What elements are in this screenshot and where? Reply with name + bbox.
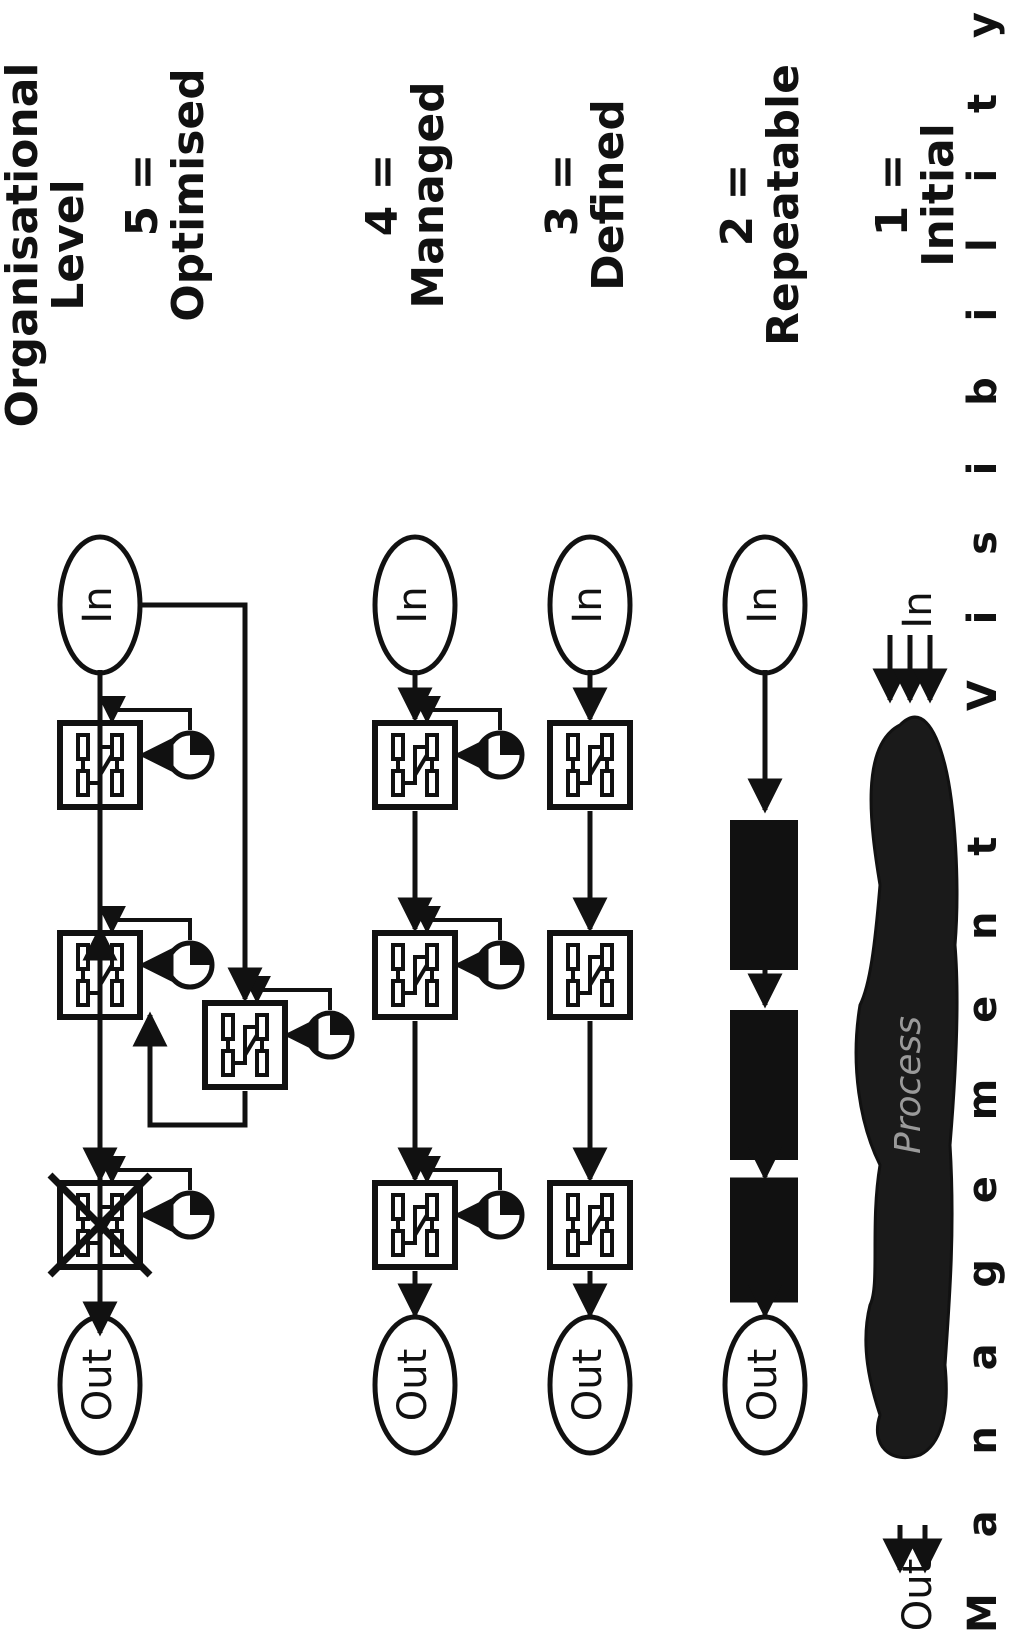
gauge-4-3-feedback — [413, 695, 502, 730]
gauge-5-2-feedback — [98, 905, 192, 940]
gauge-5-1 — [168, 1193, 212, 1237]
black-box-2-3 — [730, 1177, 798, 1303]
gauge-5-branch — [308, 1013, 352, 1057]
process-box-3-2 — [550, 933, 630, 1017]
gauge-4-2-feedback — [413, 905, 502, 940]
out-node-5-label: Out — [75, 1349, 121, 1422]
gauge-5-2 — [168, 943, 212, 987]
gauge-4-1-feedback — [413, 1155, 502, 1190]
in-node-4-label: In — [390, 586, 436, 623]
process-box-3-3 — [550, 723, 630, 807]
branch-in-arrow — [140, 602, 263, 1003]
gauge-4-1 — [478, 1193, 522, 1237]
gauge-5-3 — [168, 733, 212, 777]
out-node-4-label: Out — [390, 1349, 436, 1422]
in-node-5-label: In — [75, 586, 121, 623]
process-box-5-branch — [205, 1003, 285, 1087]
gauge-5-1-feedback — [98, 1155, 192, 1190]
in-label-1: In — [895, 591, 941, 628]
gauge-4-3 — [478, 733, 522, 777]
out-node-3-label: Out — [565, 1349, 611, 1422]
process-label: Process — [888, 1016, 929, 1154]
process-box-4-2 — [375, 933, 455, 1017]
gauge-4-2 — [478, 943, 522, 987]
process-blob — [854, 715, 959, 1460]
in-node-3-label: In — [565, 586, 611, 623]
process-box-3-1 — [550, 1183, 630, 1267]
cross-out-line-2 — [47, 1172, 153, 1278]
branch-out-arrow — [132, 1011, 248, 1128]
in-node-2-label: In — [740, 586, 786, 623]
black-box-2-1 — [730, 820, 798, 970]
gauge-5-3-feedback — [98, 695, 192, 730]
process-box-4-1 — [375, 1183, 455, 1267]
process-box-4-3 — [375, 723, 455, 807]
black-box-2-2 — [730, 1010, 798, 1160]
out-node-2-label: Out — [740, 1349, 786, 1422]
